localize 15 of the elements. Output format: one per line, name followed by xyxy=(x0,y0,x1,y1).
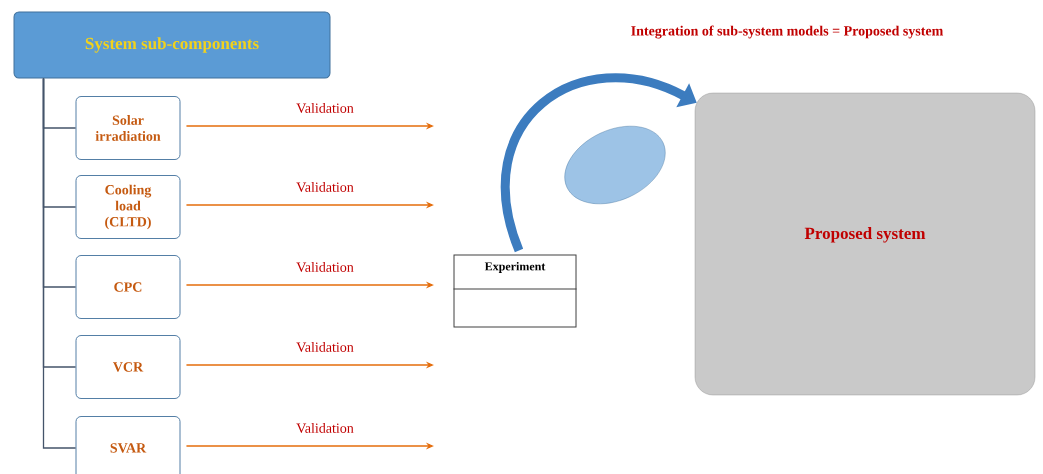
edge-label: Validation xyxy=(295,341,355,353)
edge-label: Validation xyxy=(295,261,355,273)
header-box: System sub-components xyxy=(13,11,331,79)
edge-label: Validation xyxy=(295,102,355,114)
component-box: VCR xyxy=(75,335,181,399)
component-box: SVAR xyxy=(75,416,181,474)
connector-line xyxy=(42,77,77,449)
table-box: Experiment xyxy=(452,254,578,328)
component-box: CPC xyxy=(75,255,181,319)
component-box: Solar irradiation xyxy=(75,96,181,160)
edge-label: Validation xyxy=(295,181,355,193)
component-box: Cooling load (CLTD) xyxy=(75,175,181,239)
system-box: Proposed system xyxy=(694,92,1036,396)
edge-label: Validation xyxy=(295,422,355,434)
title: Integration of sub-system models = Proposed system xyxy=(631,25,944,39)
